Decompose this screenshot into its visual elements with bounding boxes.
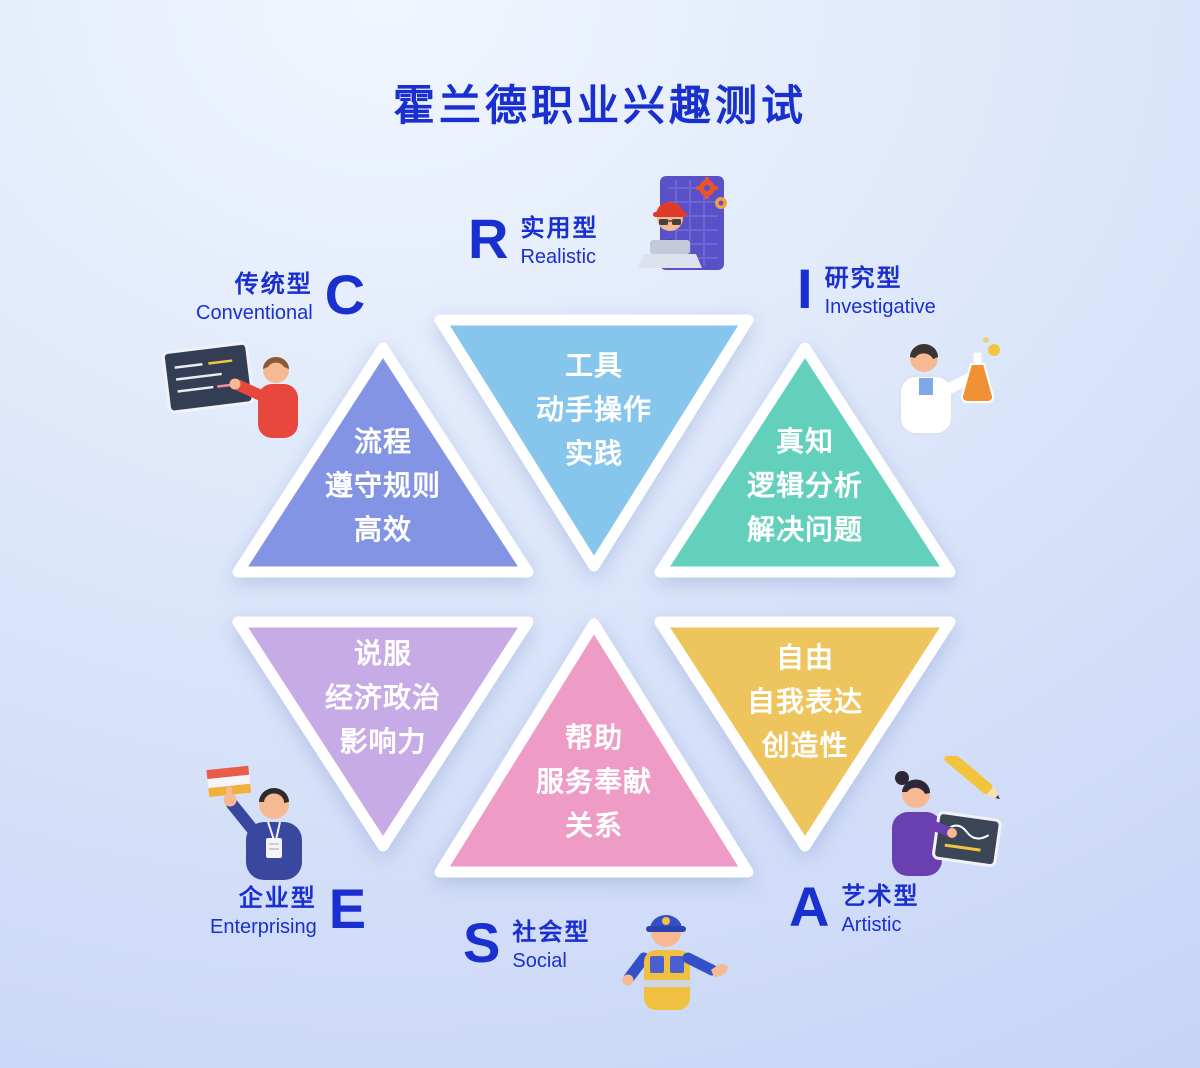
keyword: 影响力 xyxy=(339,726,427,757)
triangle-investigative: 真知 逻辑分析 解决问题 xyxy=(648,336,962,584)
scientist-flask-icon xyxy=(872,326,1010,438)
keyword: 工具 xyxy=(564,350,623,381)
triangle-shape-social xyxy=(434,618,754,878)
keyword: 真知 xyxy=(775,426,834,457)
label-enterprising: 企业型 Enterprising E xyxy=(210,877,367,940)
keywords-investigative: 真知 逻辑分析 解决问题 xyxy=(648,420,962,552)
business-presenter-icon xyxy=(200,762,338,884)
keyword: 解决问题 xyxy=(746,514,863,545)
keywords-social: 帮助 服务奉献 关系 xyxy=(428,716,760,848)
worker-laptop-icon xyxy=(610,174,730,284)
type-letter: A xyxy=(789,875,830,938)
type-letter: E xyxy=(328,877,367,940)
teacher-blackboard-icon xyxy=(160,332,308,446)
keyword: 说服 xyxy=(353,638,412,669)
type-name-en: Investigative xyxy=(824,296,936,318)
type-name-zh: 社会型 xyxy=(512,919,591,946)
keywords-conventional: 流程 遵守规则 高效 xyxy=(226,420,540,552)
triangle-conventional: 流程 遵守规则 高效 xyxy=(226,336,540,584)
keyword: 帮助 xyxy=(564,722,623,753)
keyword: 高效 xyxy=(353,514,412,545)
type-name-zh: 实用型 xyxy=(520,215,599,242)
triangle-shape-realistic xyxy=(434,314,754,572)
type-name-en: Enterprising xyxy=(210,916,317,938)
label-social: S 社会型 Social xyxy=(463,911,591,974)
type-name-zh: 传统型 xyxy=(234,271,313,298)
keyword: 遵守规则 xyxy=(324,470,441,501)
keywords-enterprising: 说服 经济政治 影响力 xyxy=(226,632,540,764)
type-name-zh: 艺术型 xyxy=(841,883,920,910)
keyword: 关系 xyxy=(564,810,623,841)
type-letter: I xyxy=(797,257,813,320)
keyword: 自由 xyxy=(775,642,834,673)
triangle-shape-enterprising xyxy=(232,616,534,852)
triangle-realistic: 工具 动手操作 实践 xyxy=(428,308,760,578)
type-letter: S xyxy=(463,911,501,974)
keyword: 经济政治 xyxy=(324,682,441,713)
keyword: 服务奉献 xyxy=(535,766,652,797)
label-investigative: I 研究型 Investigative xyxy=(797,257,936,320)
keyword: 流程 xyxy=(353,426,412,457)
page-title: 霍兰德职业兴趣测试 xyxy=(392,82,807,129)
triangle-social: 帮助 服务奉献 关系 xyxy=(428,612,760,884)
type-name-zh: 研究型 xyxy=(824,265,903,292)
triangle-shape-conventional xyxy=(232,342,534,578)
triangle-shape-artistic xyxy=(654,616,956,852)
artist-drawing-icon xyxy=(866,756,1008,882)
triangle-shape-investigative xyxy=(654,342,956,578)
label-conventional: 传统型 Conventional C xyxy=(196,263,366,326)
keyword: 自我表达 xyxy=(746,686,863,717)
type-name-en: Conventional xyxy=(196,302,313,324)
keyword: 动手操作 xyxy=(535,394,652,425)
type-name-en: Social xyxy=(512,950,567,972)
label-realistic: R 实用型 Realistic xyxy=(468,207,599,270)
triangle-enterprising: 说服 经济政治 影响力 xyxy=(226,612,540,858)
type-name-en: Artistic xyxy=(841,914,902,936)
service-officer-icon xyxy=(600,894,742,1016)
keyword: 创造性 xyxy=(761,730,849,761)
keywords-realistic: 工具 动手操作 实践 xyxy=(428,344,760,476)
label-artistic: A 艺术型 Artistic xyxy=(789,875,920,938)
type-letter: C xyxy=(324,263,366,326)
keywords-artistic: 自由 自我表达 创造性 xyxy=(648,636,962,768)
keyword: 实践 xyxy=(564,438,623,469)
keyword: 逻辑分析 xyxy=(746,470,863,501)
triangle-artistic: 自由 自我表达 创造性 xyxy=(648,612,962,858)
type-name-zh: 企业型 xyxy=(238,885,317,912)
type-name-en: Realistic xyxy=(520,246,597,268)
type-letter: R xyxy=(468,207,509,270)
